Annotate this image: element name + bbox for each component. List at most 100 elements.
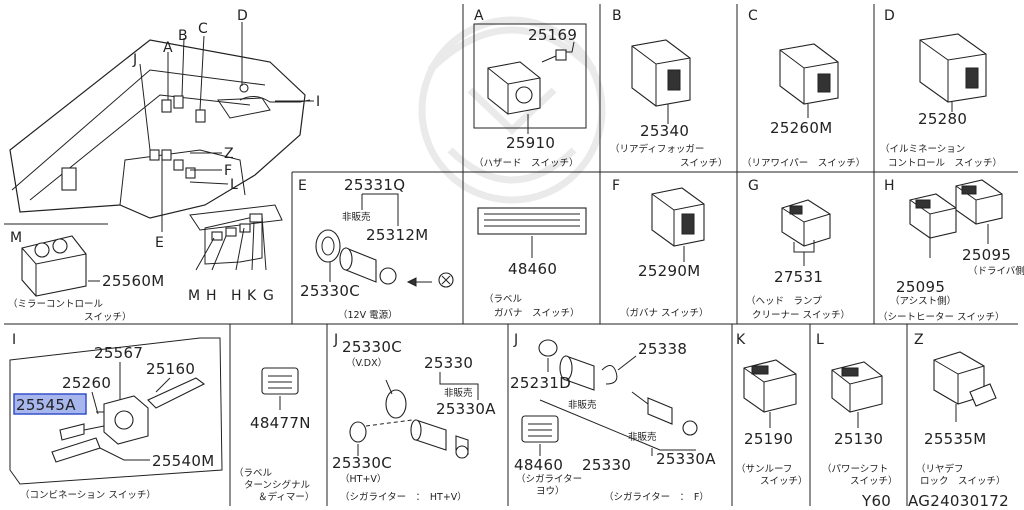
- caption: スイッチ）: [760, 475, 808, 487]
- part-number[interactable]: 25330: [582, 456, 631, 474]
- highlight-box: [13, 393, 87, 415]
- panel-z-rear-diff-lock-switch: Z 25535M （リヤデフ ロック スイッチ）: [914, 332, 1006, 487]
- panel-letter: H: [884, 178, 895, 194]
- caption: （サンルーフ: [736, 463, 792, 475]
- caption: （ヘッド ランプ: [746, 295, 822, 307]
- overview-label-a: A: [163, 40, 173, 56]
- overview-label-b: B: [178, 28, 188, 44]
- panel-letter: J: [333, 332, 338, 348]
- panel-letter: E: [298, 178, 307, 194]
- panel-letter: C: [748, 8, 758, 24]
- part-number[interactable]: 25338: [638, 340, 687, 358]
- part-number[interactable]: 25910: [506, 134, 555, 152]
- panel-letter: I: [12, 332, 16, 348]
- panel-grid: [4, 4, 1018, 506]
- part-number[interactable]: 25330: [424, 354, 473, 372]
- part-number[interactable]: 25280: [918, 110, 967, 128]
- panel-l-power-shift-switch: L 25130 （パワーシフト スイッチ）: [816, 332, 898, 487]
- part-number[interactable]: 25190: [744, 430, 793, 448]
- caption: スイッチ）: [680, 157, 728, 169]
- panel-j-cigar-lighter-htv: J 25330C （V.DX） 25330 非販売 25330A 25330C …: [332, 332, 496, 503]
- part-number[interactable]: 25312M: [366, 226, 428, 244]
- part-number[interactable]: 25160: [146, 360, 195, 378]
- dashboard-overview-drawing: A B C D J I Z F L E M H H K G: [9, 8, 320, 304]
- panel-c-rear-wiper-switch: C 25260M （リアワイパー スイッチ）: [742, 8, 865, 169]
- part-number[interactable]: 25330C: [300, 282, 360, 300]
- caption: スイッチ）: [850, 475, 898, 487]
- caption: （イルミネーション: [880, 143, 965, 155]
- panel-letter: B: [612, 8, 622, 24]
- overview-label-f: F: [224, 163, 232, 179]
- part-number[interactable]: 25290M: [638, 262, 700, 280]
- caption: （リアディフォッガー: [610, 143, 704, 155]
- part-number[interactable]: 25567: [94, 344, 143, 362]
- part-number[interactable]: 48460: [508, 260, 557, 278]
- overview-label-h2: H: [231, 288, 242, 304]
- caption: ガバナ スイッチ）: [494, 307, 580, 319]
- caption: （シガライター ： HT+V）: [340, 491, 467, 503]
- overview-label-m: M: [188, 288, 200, 304]
- not-for-sale-note-2: 非販売: [628, 431, 657, 443]
- part-number[interactable]: 25260: [62, 374, 111, 392]
- panel-j-cigar-lighter-f: J 25338 25231D 非販売 非販売 48460 25330 25330…: [510, 332, 716, 503]
- sub-caption: （シガライター: [516, 473, 582, 485]
- overview-label-k: K: [247, 288, 257, 304]
- part-number[interactable]: 25330C: [332, 454, 392, 472]
- caption: コントロール スイッチ）: [888, 157, 1002, 169]
- part-number[interactable]: 25330A: [656, 450, 716, 468]
- overview-label-d: D: [237, 8, 248, 24]
- caption: （リアワイパー スイッチ）: [742, 157, 865, 169]
- panel-letter: F: [612, 178, 620, 194]
- part-number[interactable]: 25560M: [102, 272, 164, 290]
- overview-label-j: J: [132, 52, 137, 68]
- overview-label-g: G: [263, 288, 274, 304]
- not-for-sale-note: 非販売: [444, 387, 473, 399]
- part-number[interactable]: 25330C: [342, 338, 402, 356]
- caption: （シガライター ： F）: [604, 491, 709, 503]
- caption: （シートヒーター スイッチ）: [878, 311, 1005, 323]
- panel-e-12v-power-socket: E 25331Q 非販売 25312M 25330C （12V 電源）: [298, 176, 454, 321]
- panel-b-rear-defogger-switch: B 25340 （リアディフォッガー スイッチ）: [610, 8, 728, 169]
- panel-f-governor-switch: F 25290M （ガバナ スイッチ）: [612, 178, 709, 319]
- caption: （ガバナ スイッチ）: [620, 307, 709, 319]
- overview-label-h1: H: [206, 288, 217, 304]
- part-number[interactable]: 25340: [640, 122, 689, 140]
- caption: （ミラーコントロール: [8, 298, 104, 310]
- caption: （パワーシフト: [822, 463, 888, 475]
- part-number[interactable]: 25231D: [510, 374, 571, 392]
- part-number[interactable]: 25095: [896, 278, 945, 296]
- part-number[interactable]: 48477N: [250, 414, 311, 432]
- part-number[interactable]: 25169: [528, 26, 577, 44]
- part-number-highlighted[interactable]: 25545A: [16, 396, 76, 414]
- part-number[interactable]: 25130: [834, 430, 883, 448]
- sub-caption: （HT+V）: [340, 473, 386, 485]
- part-number[interactable]: 48460: [514, 456, 563, 474]
- panel-letter: M: [10, 230, 22, 246]
- part-number[interactable]: 25260M: [770, 119, 832, 137]
- sub-caption: （アシスト側）: [890, 295, 956, 307]
- caption: ターンシグナル: [244, 479, 311, 491]
- caption: （ラベル: [484, 293, 523, 305]
- overview-label-c: C: [198, 21, 208, 37]
- part-number[interactable]: 25535M: [924, 430, 986, 448]
- caption: （コンビネーション スイッチ）: [20, 489, 156, 501]
- panel-letter: L: [816, 332, 824, 348]
- part-number[interactable]: 27531: [774, 268, 823, 286]
- part-number[interactable]: 25540M: [152, 452, 214, 470]
- caption: クリーナー スイッチ）: [752, 309, 850, 321]
- part-number[interactable]: 25095: [962, 246, 1011, 264]
- panel-turn-signal-label: 48477N （ラベル ターンシグナル ＆ディマー）: [234, 367, 314, 503]
- panel-i-combination-switch: I 25567 25260 25160 25545A 25540M （コンビネー…: [9, 332, 223, 501]
- panel-letter: G: [748, 178, 759, 194]
- panel-m-mirror-control-switch: M 25560M （ミラーコントロール スイッチ）: [8, 230, 164, 323]
- caption: （12V 電源）: [338, 309, 398, 321]
- part-number[interactable]: 25331Q: [344, 176, 405, 194]
- part-number[interactable]: 25330A: [436, 400, 496, 418]
- caption: スイッチ）: [84, 311, 132, 323]
- caption: ロック スイッチ）: [920, 475, 1006, 487]
- panel-h-seat-heater-switch: H 25095 （ドライバ側） 25095 （アシスト側） （シートヒーター ス…: [878, 178, 1024, 323]
- not-for-sale-note: 非販売: [568, 399, 597, 411]
- not-for-sale-note: 非販売: [342, 211, 371, 223]
